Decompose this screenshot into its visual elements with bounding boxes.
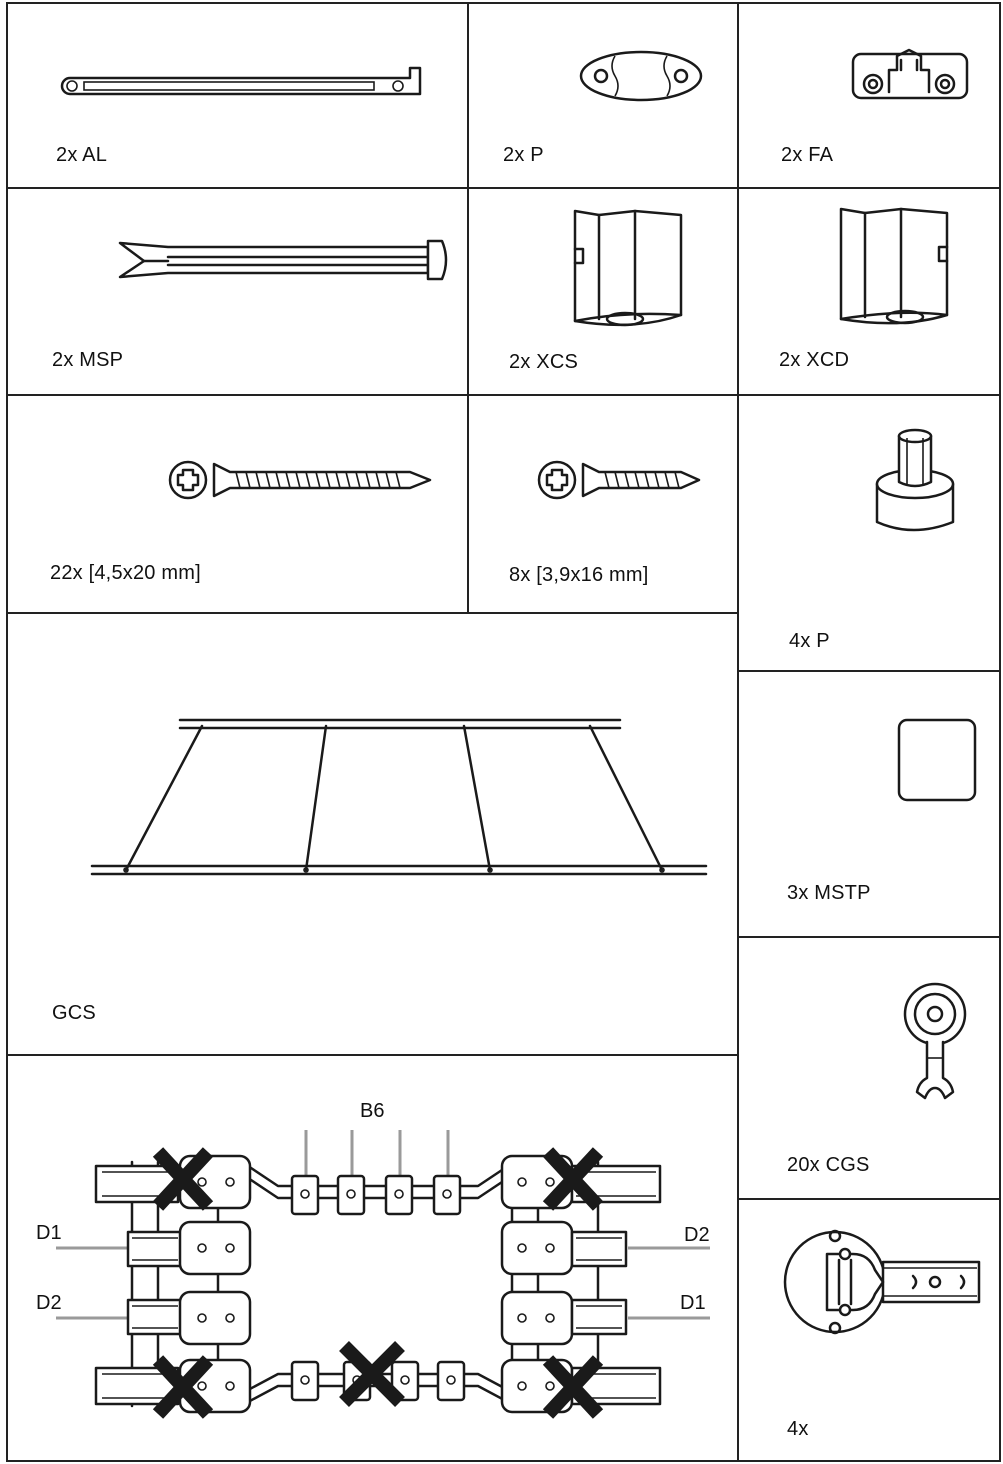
assembly-diagram — [56, 1130, 710, 1419]
connector-single-icon — [573, 209, 683, 327]
part-label: 2x FA — [781, 144, 834, 166]
connector-double-icon — [839, 207, 949, 325]
short-screw-icon — [537, 460, 701, 500]
assembly-cell: B6 D1 D2 D2 D1 — [6, 1054, 739, 1462]
part-cell-xcs: 2x XCS — [467, 187, 739, 396]
part-cell-screw-short: 8x [3,9x16 mm] — [467, 394, 739, 614]
callout-leaders — [56, 1130, 710, 1320]
long-screw-icon — [168, 460, 432, 500]
part-label: 4x P — [789, 630, 830, 652]
fastener-clip-icon — [851, 48, 969, 100]
part-label: 2x P — [503, 144, 544, 166]
exclusion-x-marks — [152, 1147, 604, 1419]
top-rail-clips — [290, 1174, 462, 1216]
part-label: 8x [3,9x16 mm] — [509, 564, 649, 586]
wire-frame-icon — [90, 718, 708, 876]
part-label: 2x MSP — [52, 349, 124, 371]
part-label: 20x CGS — [787, 1154, 870, 1176]
hinge-icon — [783, 1229, 981, 1335]
part-label: GCS — [52, 1002, 96, 1024]
part-label: 22x [4,5x20 mm] — [50, 562, 201, 584]
handle-rail-icon — [60, 66, 422, 96]
callout-right-upper: D2 — [684, 1224, 710, 1246]
oval-plate-icon — [579, 50, 703, 102]
part-cell-xcd: 2x XCD — [737, 187, 1001, 396]
part-cell-al: 2x AL — [6, 2, 469, 189]
cap-square-icon — [897, 718, 977, 802]
part-cell-hinge: 4x — [737, 1198, 1001, 1462]
callout-left-lower: D2 — [36, 1292, 62, 1314]
part-label: 2x XCD — [779, 349, 850, 371]
support-pin-icon — [118, 239, 448, 281]
clip-icon — [903, 982, 967, 1100]
foot-icon — [875, 428, 955, 532]
part-label: 4x — [787, 1418, 809, 1440]
part-cell-p-plate: 2x P — [467, 2, 739, 189]
part-cell-msp: 2x MSP — [6, 187, 469, 396]
part-cell-screw-long: 22x [4,5x20 mm] — [6, 394, 469, 614]
part-cell-gcs: GCS — [6, 612, 739, 1056]
part-cell-fa: 2x FA — [737, 2, 1001, 189]
callout-b6: B6 — [360, 1100, 385, 1122]
callout-right-lower: D1 — [680, 1292, 706, 1314]
part-cell-cgs: 20x CGS — [737, 936, 1001, 1200]
part-cell-p-foot: 4x P — [737, 394, 1001, 672]
part-label: 2x AL — [56, 144, 108, 166]
part-cell-mstp: 3x MSTP — [737, 670, 1001, 938]
part-label: 3x MSTP — [787, 882, 871, 904]
callout-left-upper: D1 — [36, 1222, 62, 1244]
part-label: 2x XCS — [509, 351, 579, 373]
